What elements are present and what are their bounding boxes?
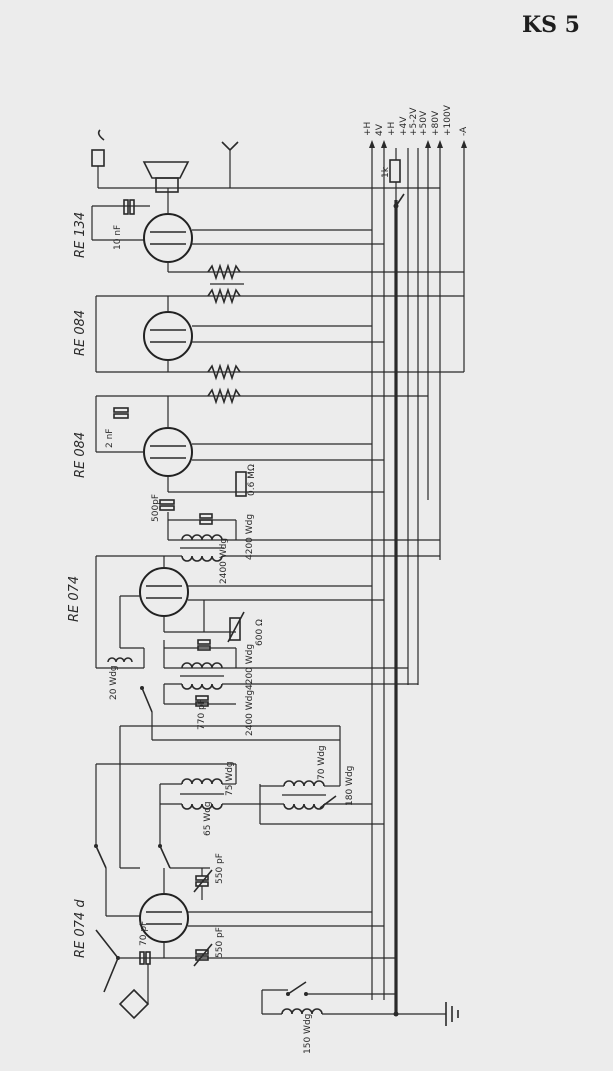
l-150-label: 150 Wdg [303, 1014, 313, 1054]
capacitor-icon [197, 639, 211, 645]
tube-re074d: 550 pF RE 074 d 70 pF 550 pF [73, 844, 396, 1020]
capacitor-icon [159, 499, 175, 505]
supply-label: 4V [375, 123, 385, 136]
supply-rails [369, 140, 467, 1015]
vacuum-tube-icon [143, 311, 193, 361]
c-70pf-label: 70 pF [139, 921, 149, 946]
c-550pf-b-label: 550 pF [215, 927, 225, 958]
coil-icon [181, 778, 223, 785]
supply-label: +50V [419, 110, 429, 136]
capacitor-icon [199, 513, 213, 519]
frame-antenna-icon [118, 988, 150, 1020]
supply-label: +80V [431, 110, 441, 136]
c-10nf-label: 10 nF [113, 225, 123, 250]
r-600ohm-label: 600 Ω [255, 619, 265, 646]
r-1k-label: 1k [381, 166, 391, 178]
resistor-icon [207, 363, 241, 381]
resistor-icon [207, 263, 241, 281]
coil-icon [181, 662, 223, 669]
resistor-06mohm-icon [235, 471, 247, 497]
l-70-label: 70 Wdg [317, 745, 327, 780]
supply-label: +H [363, 122, 373, 136]
supply-label: +5-2V [409, 107, 419, 136]
c-500pf-label: 500pF [151, 494, 161, 522]
supply-labels: +H 4V +H +4V +5-2V +50V +80V +100V -A [363, 104, 469, 136]
l-20-label: 20 Wdg [109, 665, 119, 700]
tube-label: RE 134 [73, 212, 88, 258]
l-4200-b-label: 4200 Wdg [245, 644, 255, 690]
tube-label: RE 084 [73, 432, 88, 478]
headphone-jack-icon [97, 129, 105, 141]
output-section: 1k [91, 129, 440, 209]
r-06mohm-label: 0.6 MΩ [247, 464, 257, 496]
l-180-label: 180 Wdg [345, 766, 355, 806]
bottom-section: 150 Wdg [261, 981, 459, 1054]
tube-re074: 600 Ω RE 074 20 Wdg [67, 556, 384, 700]
variable-capacitor-icon [195, 949, 209, 955]
c-770pf-label: 770 pF [197, 699, 207, 730]
tube-label: RE 074 d [73, 899, 88, 958]
terminal-icon [221, 141, 239, 152]
loudspeaker-icon [142, 161, 190, 179]
vacuum-tube-icon [143, 213, 193, 263]
vacuum-tube-icon [143, 427, 193, 477]
if-transformer-1: 4200 Wdg 2400 Wdg [95, 512, 440, 668]
supply-label: -A [459, 126, 469, 136]
l-2400-b-label: 2400 Wdg [245, 690, 255, 736]
capacitor-icon [195, 695, 209, 701]
vacuum-tube-icon [139, 567, 189, 617]
supply-label: +H [387, 122, 397, 136]
antenna-icon [95, 929, 119, 993]
coil-icon [107, 657, 133, 663]
supply-label: +100V [443, 104, 453, 136]
coupling-resistors-1 [95, 263, 464, 372]
supply-label: +4V [399, 116, 409, 136]
coil-icon [281, 1008, 323, 1015]
c-2nf-label: 2 nF [105, 429, 115, 448]
tube-label: RE 074 [67, 576, 82, 622]
page-title: KS 5 [522, 12, 580, 38]
capacitor-icon [123, 199, 129, 215]
tube-re084-1: RE 084 [73, 296, 464, 373]
potentiometer-icon [229, 617, 241, 641]
tube-re134: 10 nF RE 134 [73, 188, 464, 273]
coil-icon [181, 534, 223, 541]
oscillator-coils: 75 Wdg 65 Wdg 70 Wdg 180 Wdg [95, 726, 384, 846]
tube-re084-2: 2 nF 0.6 MΩ RE 084 500pF [73, 396, 384, 522]
coil-icon [283, 780, 325, 787]
l-4200-label: 4200 Wdg [245, 514, 255, 560]
c-550pf-a-label: 550 pF [215, 853, 225, 884]
capacitor-icon [139, 951, 145, 965]
l-2400-label: 2400 Wdg [219, 538, 229, 584]
tube-label: RE 084 [73, 310, 88, 356]
l-75-label: 75 Wdg [225, 761, 235, 796]
resistor-1k-icon [389, 159, 401, 183]
coupling-resistors-2 [95, 363, 428, 452]
if-transformer-2: 4200 Wdg 770 pF 2400 Wdg [119, 639, 418, 868]
headphone-socket-icon [91, 149, 105, 167]
capacitor-icon [113, 407, 129, 413]
l-65-label: 65 Wdg [203, 801, 213, 836]
